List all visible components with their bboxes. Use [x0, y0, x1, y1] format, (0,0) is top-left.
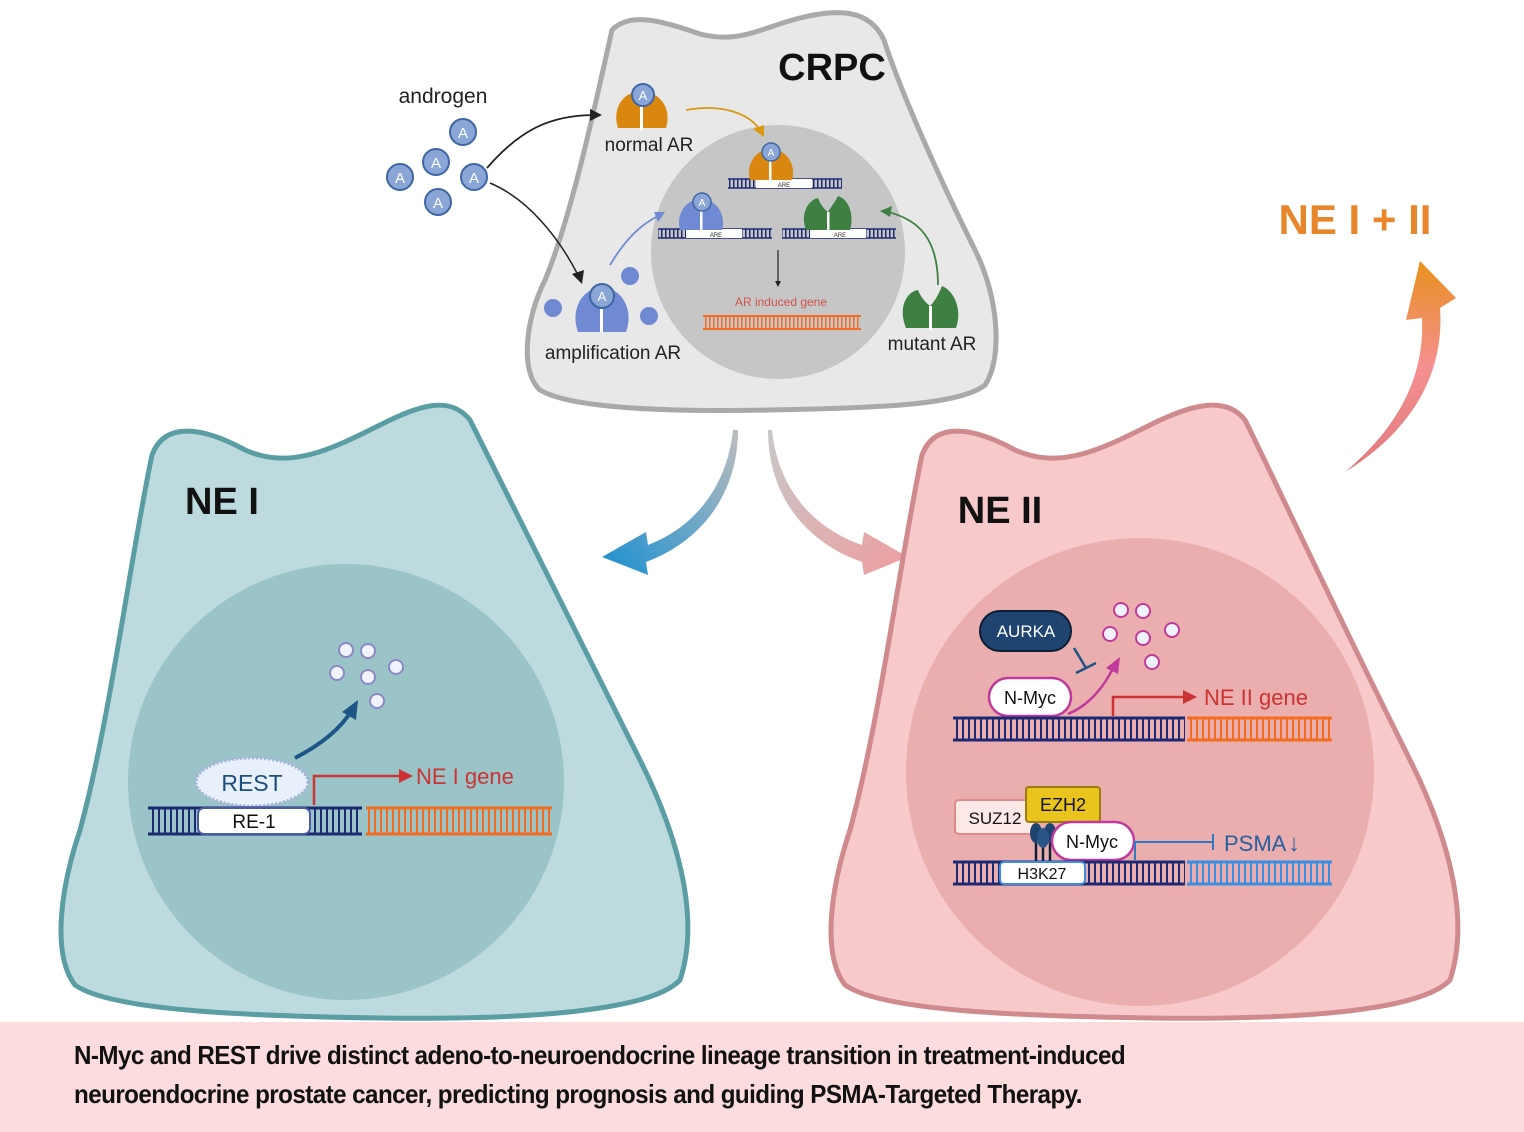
ne1-cell: NE I REST RE-1 NE I gene [58, 402, 691, 1021]
nmyc-protein-2: N-Myc [1050, 820, 1136, 862]
mutant-ar-label: mutant AR [888, 334, 977, 355]
suz12-label: SUZ12 [969, 809, 1022, 828]
ar-induced-gene-dna [703, 315, 861, 330]
ne2-nucleus [906, 538, 1374, 1006]
nmyc-protein: N-Myc [987, 676, 1073, 718]
amplification-ar-label: amplification AR [545, 343, 681, 364]
ne1-title: NE I [185, 481, 259, 523]
androgen-to-normal-ar-arrow [486, 114, 596, 169]
normal-ar-label: normal AR [605, 135, 694, 156]
ne2-cell: NE II AURKA N-Myc [828, 402, 1461, 1021]
crpc-to-ne1-arrow [602, 430, 738, 575]
svg-text:ARE: ARE [834, 233, 846, 239]
mutant-ar-arrow [887, 211, 939, 286]
are-dna-left: ARE A [658, 192, 772, 239]
rest-label: REST [221, 770, 282, 796]
crpc-title: CRPC [778, 47, 886, 89]
ezh2-protein: EZH2 [1025, 786, 1101, 823]
caption-line-1: N-Myc and REST drive distinct adeno-to-n… [74, 1040, 1126, 1070]
svg-text:ARE: ARE [710, 233, 722, 239]
caption-box [0, 1022, 1524, 1132]
svg-text:A: A [768, 148, 775, 159]
crpc-cell: CRPC androgen A A A A A [386, 10, 999, 413]
nmyc-activation-arrow [1067, 667, 1115, 716]
amplification-ar-protein: A [544, 267, 658, 332]
normal-ar-arrow [685, 107, 761, 131]
svg-text:A: A [699, 198, 706, 209]
normal-ar-protein: A [616, 83, 668, 130]
androgen-molecule: A [422, 148, 450, 176]
svg-text:A: A [431, 155, 441, 172]
amplification-ar-arrow [609, 215, 659, 266]
androgen-molecule: A [449, 118, 477, 146]
androgen-molecules: A A A A A [386, 118, 488, 216]
are-dna-right: ARE [782, 196, 896, 239]
ne2-promoter-arrow [1111, 695, 1184, 716]
svg-text:A: A [639, 88, 648, 103]
svg-text:A: A [433, 195, 443, 212]
nmyc-label: N-Myc [1004, 688, 1056, 708]
ar-induced-gene-label: AR induced gene [735, 295, 827, 309]
ne2-secreted-vesicles [1102, 602, 1180, 670]
psma-down-arrow-icon: ↓ [1288, 830, 1300, 857]
aurka-protein: AURKA [979, 610, 1072, 652]
androgen-label: androgen [399, 85, 488, 108]
caption: N-Myc and REST drive distinct adeno-to-n… [74, 1036, 1376, 1114]
androgen-to-amplified-ar-arrow [489, 182, 579, 276]
caption-line-2: neuroendocrine prostate cancer, predicti… [74, 1079, 1082, 1109]
svg-text:A: A [395, 170, 405, 187]
suz12-protein: SUZ12 [954, 799, 1036, 835]
ne1-gene-label: NE I gene [416, 764, 514, 789]
ne2-dna-bottom: H3K27 [953, 860, 1332, 886]
ezh2-label: EZH2 [1040, 795, 1086, 815]
androgen-molecule: A [386, 163, 414, 191]
ne1-nucleus [128, 564, 564, 1000]
nmyc2-label: N-Myc [1066, 832, 1118, 852]
androgen-molecule: A [460, 163, 488, 191]
ne1-dna: RE-1 [148, 806, 552, 836]
re1-label: RE-1 [232, 812, 275, 833]
h3k27-label: H3K27 [1018, 866, 1067, 883]
svg-text:A: A [469, 170, 479, 187]
crpc-to-ne2-arrow [768, 430, 908, 575]
combo-label: NE I + II [1279, 196, 1432, 243]
ne2-to-combo-arrow [1345, 261, 1456, 472]
ne2-dna-top [953, 716, 1332, 742]
ne2-gene-label: NE II gene [1204, 685, 1308, 710]
psma-label: PSMA [1224, 831, 1287, 856]
ne2-title: NE II [958, 490, 1042, 532]
svg-text:ARE: ARE [778, 183, 790, 189]
rest-protein: REST [194, 756, 310, 808]
ne1-secreted-vesicles [329, 642, 404, 709]
are-dna-top: ARE A [728, 142, 842, 189]
aurka-label: AURKA [997, 622, 1056, 641]
svg-text:A: A [598, 289, 607, 304]
psma-repression [1134, 841, 1212, 860]
svg-text:A: A [458, 125, 468, 142]
mutant-ar-protein [902, 286, 959, 330]
ne1-promoter-arrow [312, 774, 400, 805]
androgen-molecule: A [424, 188, 452, 216]
aurka-inhibition [1072, 647, 1088, 669]
